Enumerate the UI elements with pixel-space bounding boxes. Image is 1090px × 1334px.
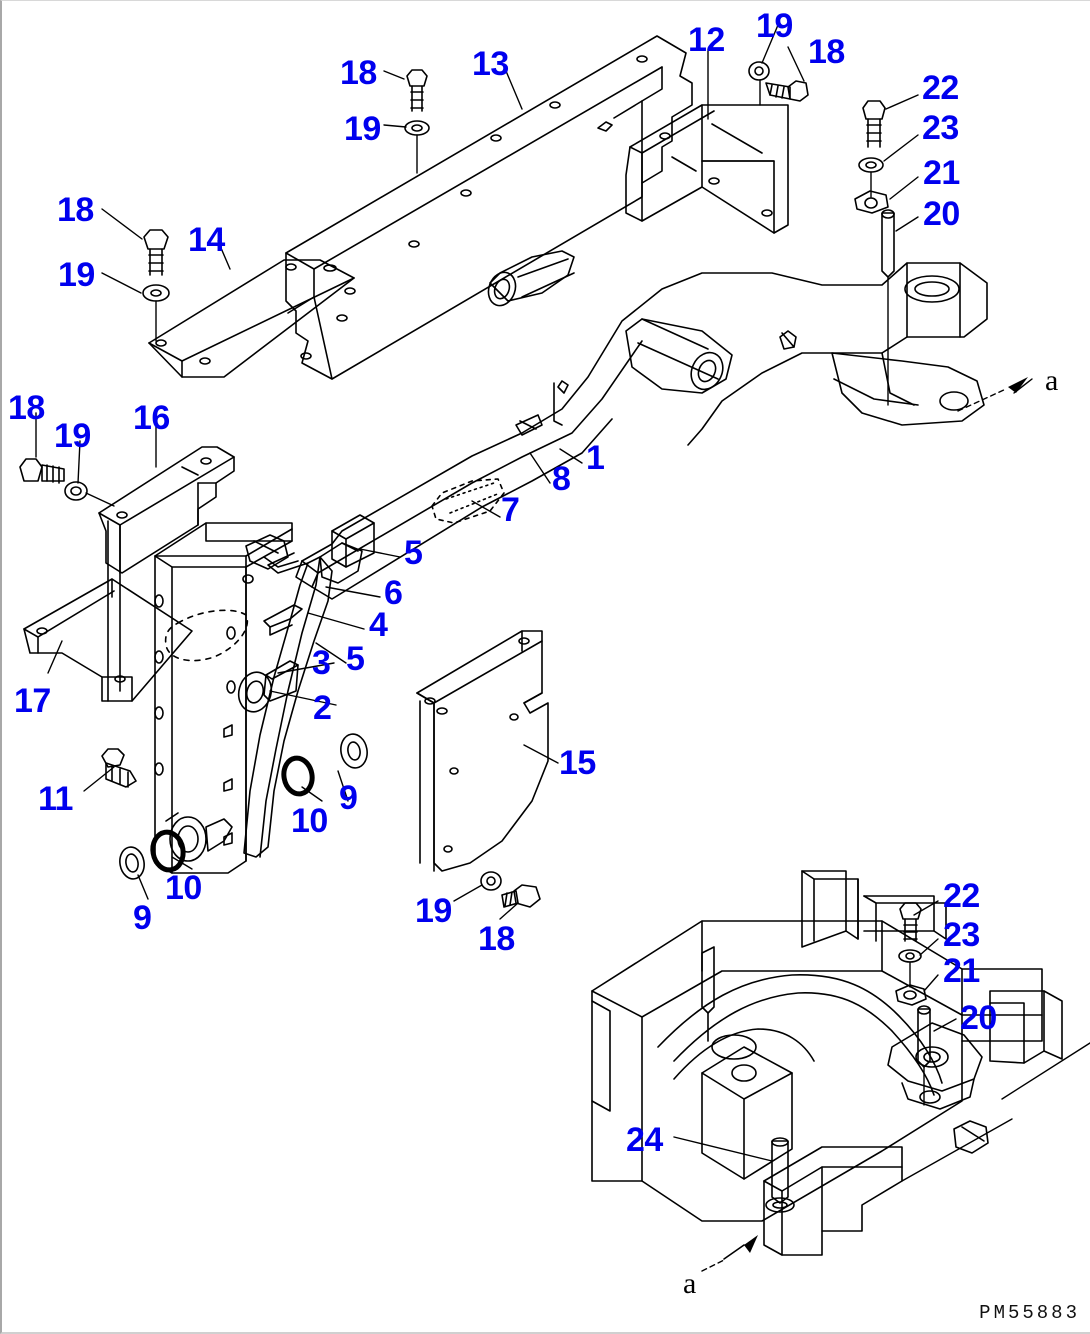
part-callout-5: 5 — [346, 640, 365, 678]
part-callout-4: 4 — [369, 606, 388, 644]
pin-assembly-lower-right — [895, 902, 931, 1106]
drawing-number: PM55883 — [979, 1302, 1080, 1324]
part-callout-16: 16 — [133, 399, 170, 437]
part-callout-5: 5 — [404, 534, 423, 572]
part-callout-20: 20 — [923, 195, 960, 233]
part-15-gusset-plate — [416, 630, 549, 872]
part-callout-6: 6 — [384, 574, 403, 612]
part-callout-21: 21 — [923, 154, 960, 192]
part-callout-14: 14 — [188, 221, 225, 259]
part-callout-22: 22 — [943, 877, 980, 915]
part-callout-19: 19 — [54, 417, 91, 455]
fastener-18-19-part14 — [142, 229, 170, 342]
part-callout-18: 18 — [8, 389, 45, 427]
section-mark-a: a — [683, 1267, 697, 1300]
part-callout-18: 18 — [340, 54, 377, 92]
part-callout-3: 3 — [312, 644, 331, 682]
part-callout-18: 18 — [478, 920, 515, 958]
part-9-10-seals — [119, 733, 368, 880]
fastener-18-19-part12 — [748, 61, 809, 106]
part-13-upper-cover-beam — [285, 35, 693, 380]
part-callout-18: 18 — [57, 191, 94, 229]
section-arrow-a-top — [957, 377, 1028, 412]
part-14-side-plate — [148, 259, 355, 378]
part-11-fitting — [101, 748, 137, 788]
part-callout-21: 21 — [943, 952, 980, 990]
part-callout-8: 8 — [552, 460, 571, 498]
part-callout-13: 13 — [472, 45, 509, 83]
part-callout-23: 23 — [943, 916, 980, 954]
part-callout-12: 12 — [688, 21, 725, 59]
part-callout-23: 23 — [922, 109, 959, 147]
section-mark-a: a — [1045, 364, 1059, 397]
part-12-corner-bracket — [625, 104, 789, 234]
part-callout-19: 19 — [756, 7, 793, 45]
part-callout-19: 19 — [58, 256, 95, 294]
part-callout-1: 1 — [586, 439, 605, 477]
fastener-18-19-part13 — [404, 69, 430, 174]
part-callout-19: 19 — [344, 110, 381, 148]
part-callout-17: 17 — [14, 682, 51, 720]
part-callout-10: 10 — [291, 802, 328, 840]
part-callout-22: 22 — [922, 69, 959, 107]
part-callout-10: 10 — [165, 869, 202, 907]
pin-assembly-upper-right — [854, 100, 895, 406]
lower-assembly-view — [591, 870, 1090, 1272]
part-callout-9: 9 — [339, 779, 358, 817]
part-callout-18: 18 — [808, 33, 845, 71]
part-callout-19: 19 — [415, 892, 452, 930]
part-3-side-panel — [154, 522, 293, 874]
part-callout-2: 2 — [313, 689, 332, 727]
leader-lines — [35, 24, 1033, 1162]
part-1-main-frame — [295, 250, 988, 600]
fastener-18-19-part15 — [480, 871, 541, 908]
part-2-4-5-6-rib-assembly — [237, 514, 375, 858]
part-callout-24: 24 — [626, 1121, 663, 1159]
part-16-17-rear-bracket — [23, 446, 235, 702]
fastener-18-19-part16 — [19, 458, 115, 507]
part-callout-9: 9 — [133, 899, 152, 937]
part-callout-20: 20 — [960, 999, 997, 1037]
part-callout-11: 11 — [38, 780, 73, 818]
part-callout-15: 15 — [559, 744, 596, 782]
part-callout-7: 7 — [501, 491, 520, 529]
